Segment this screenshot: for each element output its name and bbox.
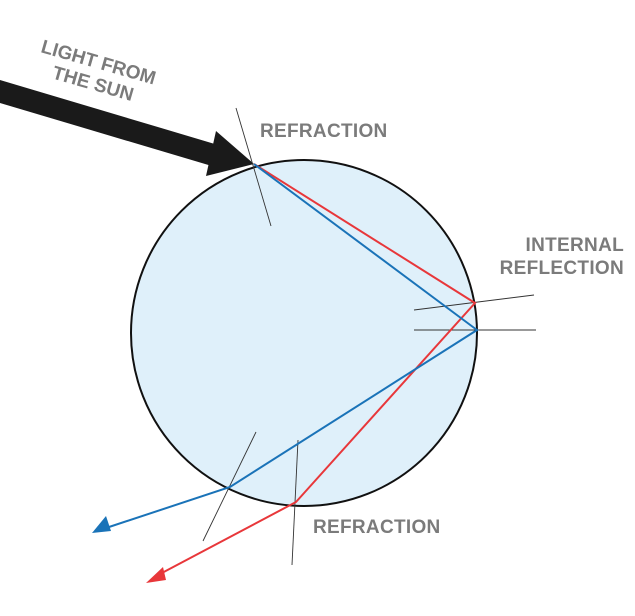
normal-line-entry [235, 107, 272, 227]
refraction-bottom-label: REFRACTION [313, 517, 441, 538]
sun-light-arrow [0, 80, 254, 176]
red-light-ray [146, 163, 477, 583]
internal-reflection-label-line2: REFLECTION [500, 258, 624, 279]
sun-arrow-shaft [0, 80, 224, 168]
blue-ray-arrowhead [92, 516, 111, 533]
internal-reflection-label-line1: INTERNAL [526, 235, 625, 256]
refraction-top-label: REFRACTION [260, 121, 388, 142]
red-ray-path [159, 163, 477, 575]
blue-light-ray [92, 163, 479, 533]
blue-ray-path [105, 163, 479, 529]
red-ray-arrowhead [146, 567, 166, 583]
water-droplet [130, 159, 478, 507]
sun-arrow-head [206, 131, 254, 176]
